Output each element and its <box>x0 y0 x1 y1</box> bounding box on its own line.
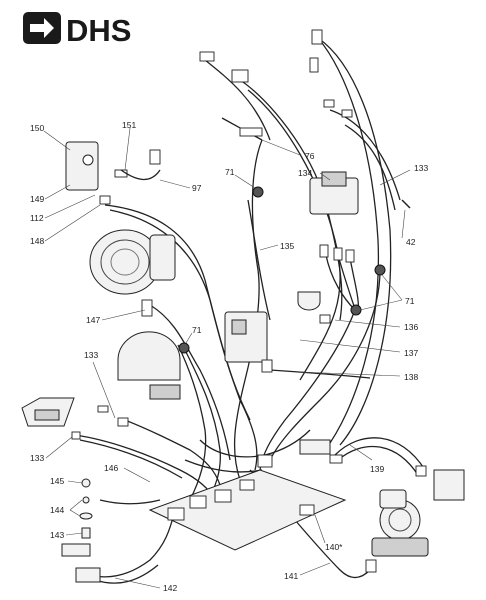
label-150: 150 <box>30 123 44 133</box>
label-140: 140* <box>325 542 343 552</box>
pcb-connector-4 <box>239 479 255 491</box>
parts <box>21 29 465 583</box>
label-135: 135 <box>280 241 294 251</box>
label-76: 76 <box>305 151 315 161</box>
connector-133-lower <box>71 431 81 440</box>
label-139: 139 <box>370 464 384 474</box>
connector-139 <box>415 465 427 477</box>
pump-body <box>371 537 429 557</box>
plug-b <box>333 247 343 261</box>
connector-top-left <box>199 51 215 62</box>
grommet-71-right-top <box>374 264 386 276</box>
connector-top-mid <box>231 69 249 83</box>
small-board <box>299 439 331 455</box>
bolt-143 <box>81 527 91 539</box>
top-sensor-probe <box>309 57 319 73</box>
valve-connector <box>261 359 273 373</box>
cup-part <box>297 291 321 311</box>
label-97: 97 <box>192 183 202 193</box>
logo-arrow-icon <box>30 18 54 38</box>
label-133-left: 133 <box>84 350 98 360</box>
label-144: 144 <box>50 505 64 515</box>
label-71-mid: 71 <box>192 325 202 335</box>
pcb-connector-1 <box>167 507 185 521</box>
pump-head <box>379 489 407 509</box>
pcb-connector-2 <box>189 495 207 509</box>
part-labels: 150 151 97 149 112 148 71 76 133 134 42 … <box>30 120 428 593</box>
label-141: 141 <box>284 571 298 581</box>
leader-lines <box>43 127 411 589</box>
label-142: 142 <box>163 583 177 593</box>
connector-top-right-1 <box>323 99 335 108</box>
top-sensor <box>311 29 323 45</box>
label-146: 146 <box>104 463 118 473</box>
logo-text: DHS <box>66 13 131 48</box>
control-module-150 <box>65 141 99 191</box>
label-133-top: 133 <box>414 163 428 173</box>
label-136: 136 <box>404 322 418 332</box>
connector-136 <box>319 314 331 324</box>
connector-138 <box>329 454 343 464</box>
washer-144 <box>79 512 93 520</box>
label-71-right: 71 <box>405 296 415 306</box>
label-112: 112 <box>30 213 44 223</box>
label-42: 42 <box>406 237 416 247</box>
connector-148 <box>99 195 111 205</box>
label-149: 149 <box>30 194 44 204</box>
label-134: 134 <box>298 168 312 178</box>
label-145: 145 <box>50 476 64 486</box>
terminal-block-139 <box>433 469 465 501</box>
label-143: 143 <box>50 530 64 540</box>
main-pcb <box>148 469 347 551</box>
label-71-top: 71 <box>225 167 235 177</box>
transformer-core <box>321 171 347 187</box>
grommet-71-right <box>350 304 362 316</box>
pcb-connector-3 <box>214 489 232 503</box>
connector-top-right-2 <box>341 109 353 118</box>
pressure-switch <box>117 331 181 381</box>
sensor-133-plug <box>117 417 129 427</box>
grommet-71-mid <box>178 342 190 354</box>
terminal-plug-142 <box>75 567 101 583</box>
washer-145 <box>81 478 91 488</box>
label-138: 138 <box>404 372 418 382</box>
label-151: 151 <box>122 120 136 130</box>
control-knob <box>82 154 94 166</box>
clip-151 <box>149 149 161 165</box>
grommet-71-top <box>252 186 264 198</box>
washer-144-top <box>82 496 90 504</box>
dhs-logo: DHS <box>23 12 131 48</box>
plug-a <box>319 244 329 258</box>
label-147: 147 <box>86 315 100 325</box>
terminal-strip <box>61 543 91 557</box>
pcb-connector-5 <box>299 504 315 516</box>
pcb-connector-6 <box>257 454 273 468</box>
gas-valve-coil <box>231 319 247 335</box>
label-137: 137 <box>404 348 418 358</box>
sensor-133 <box>97 405 109 413</box>
display-screen <box>34 409 60 421</box>
connector-141 <box>365 559 377 573</box>
plug-c <box>345 249 355 263</box>
screw-42 <box>401 199 411 209</box>
label-148: 148 <box>30 236 44 246</box>
fan-motor <box>149 234 176 281</box>
label-133-lower: 133 <box>30 453 44 463</box>
connector-147 <box>141 299 153 317</box>
pressure-switch-base <box>149 384 181 400</box>
ignition-electrode-76 <box>239 127 263 137</box>
